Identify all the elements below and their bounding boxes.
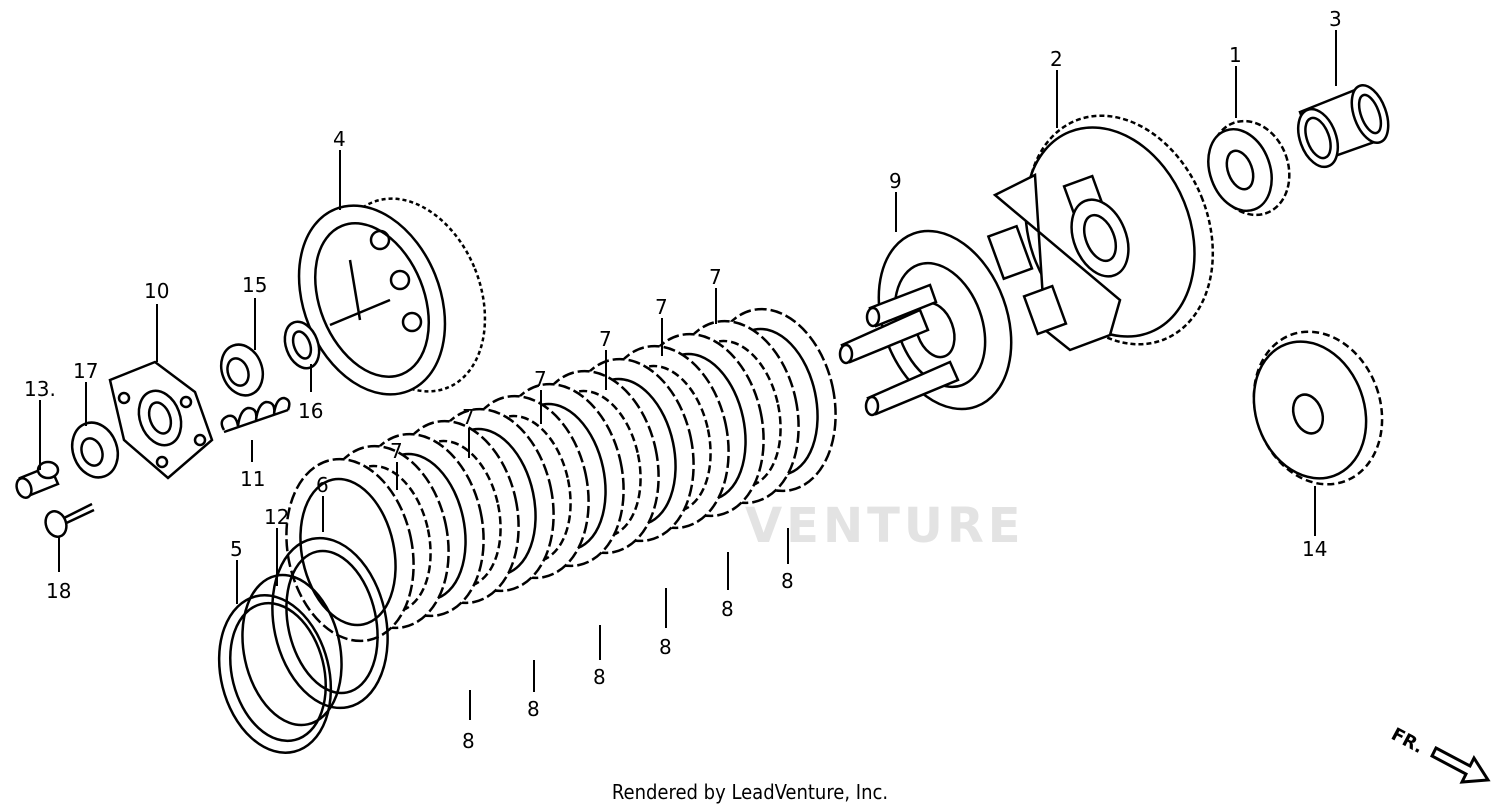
- part-1-oil-pump-drive-sprocket: [1207, 119, 1291, 217]
- callout-10: 10: [144, 279, 169, 303]
- part-17-bearing: [70, 421, 120, 479]
- part-11-clutch-spring: [220, 396, 291, 434]
- callout-8f: 8: [781, 569, 794, 593]
- part-2-clutch-outer: [986, 114, 1215, 352]
- part-3-bushing: [1296, 84, 1390, 169]
- callout-8b: 8: [527, 697, 540, 721]
- callout-13: 13.: [24, 377, 56, 401]
- callout-14: 14: [1302, 537, 1327, 561]
- part-4-clutch-center: [297, 197, 487, 396]
- callout-8a: 8: [462, 729, 475, 753]
- callout-9: 9: [889, 169, 902, 193]
- callout-2: 2: [1050, 47, 1063, 71]
- callout-11: 11: [240, 467, 265, 491]
- callout-8e: 8: [721, 597, 734, 621]
- part-18-bolt: [44, 502, 95, 538]
- part-13-lifter-piece: [15, 460, 60, 499]
- watermark: VENTURE: [745, 498, 1025, 554]
- callout-16: 16: [298, 399, 323, 423]
- callout-4: 4: [333, 127, 346, 151]
- part-10-lifter-plate: [108, 360, 214, 480]
- part-9-pressure-plate: [838, 229, 1013, 417]
- direction-label: FR.: [1388, 724, 1427, 758]
- part-5-wire-ring: [217, 594, 333, 754]
- callout-1: 1: [1229, 43, 1242, 67]
- callout-8c: 8: [593, 665, 606, 689]
- callout-12: 12: [264, 505, 289, 529]
- front-direction-indicator: FR.: [1388, 724, 1491, 784]
- callout-7b: 7: [462, 405, 475, 429]
- part-14-gear: [1252, 330, 1384, 486]
- callout-8d: 8: [659, 635, 672, 659]
- callout-7e: 7: [655, 295, 668, 319]
- callout-7f: 7: [709, 265, 722, 289]
- footer-credit: Rendered by LeadVenture, Inc.: [611, 780, 889, 804]
- callout-6: 6: [316, 473, 329, 497]
- callout-18: 18: [46, 579, 71, 603]
- callout-7d: 7: [599, 327, 612, 351]
- callout-15: 15: [242, 273, 267, 297]
- part-6-spring-seat: [271, 536, 389, 710]
- front-arrow-icon: [1430, 745, 1491, 784]
- callout-17: 17: [73, 359, 98, 383]
- callout-3: 3: [1329, 7, 1342, 31]
- part-15-lock-nut: [219, 343, 265, 397]
- leader-lines: [39, 30, 1337, 720]
- callout-7c: 7: [534, 367, 547, 391]
- callout-7a: 7: [390, 439, 403, 463]
- callout-5: 5: [230, 537, 243, 561]
- callout-labels: 1 2 3 4 5 6 7 7 7 7 7 7 7 8 8 8 8 8 8 8 …: [24, 7, 1342, 753]
